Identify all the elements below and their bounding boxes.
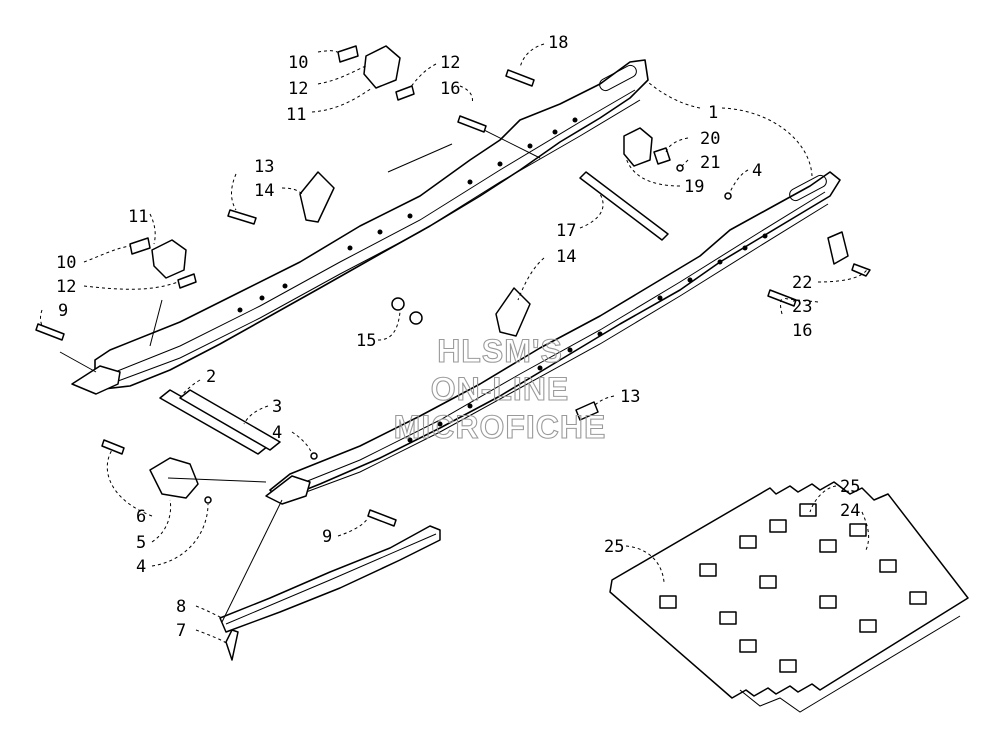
- callout-4: 4: [272, 423, 282, 443]
- callout-12: 12: [56, 277, 76, 297]
- cross-shafts: [59, 123, 669, 455]
- callout-labels: 10 12 11 12 16 18 1 20 21 19 13 14 4 11 …: [56, 33, 860, 641]
- callout-12: 12: [288, 79, 308, 99]
- callout-25: 25: [840, 477, 860, 497]
- watermark: HLSM'S ON-LINE MICROFICHE: [393, 332, 607, 445]
- callout-10: 10: [56, 253, 76, 273]
- callout-12: 12: [440, 53, 460, 73]
- watermark-line-2: ON-LINE: [431, 371, 570, 407]
- small-parts: [35, 45, 871, 661]
- callout-18: 18: [548, 33, 568, 53]
- callout-15: 15: [356, 331, 376, 351]
- callout-2: 2: [206, 367, 216, 387]
- callout-24: 24: [840, 501, 860, 521]
- callout-21: 21: [700, 153, 720, 173]
- callout-7: 7: [176, 621, 186, 641]
- callout-6: 6: [136, 507, 146, 527]
- callout-11: 11: [128, 207, 148, 227]
- leader-lines: [40, 43, 870, 645]
- callout-13: 13: [254, 157, 274, 177]
- callout-8: 8: [176, 597, 186, 617]
- callout-11: 11: [286, 105, 306, 125]
- callout-19: 19: [684, 177, 704, 197]
- callout-5: 5: [136, 533, 146, 553]
- callout-1: 1: [708, 103, 718, 123]
- callout-9: 9: [322, 527, 332, 547]
- callout-3: 3: [272, 397, 282, 417]
- callout-4: 4: [136, 557, 146, 577]
- callout-22: 22: [792, 273, 812, 293]
- watermark-line-1: HLSM'S: [437, 333, 563, 369]
- callout-14: 14: [556, 247, 576, 267]
- callout-20: 20: [700, 129, 720, 149]
- watermark-line-3: MICROFICHE: [394, 409, 607, 445]
- right-slide-rail: [265, 171, 841, 505]
- wear-strip: [219, 525, 441, 633]
- left-slide-rail: [71, 59, 649, 395]
- callout-9: 9: [58, 301, 68, 321]
- callout-16: 16: [792, 321, 812, 341]
- callout-13: 13: [620, 387, 640, 407]
- callout-17: 17: [556, 221, 576, 241]
- callout-4: 4: [752, 161, 762, 181]
- callout-25: 25: [604, 537, 624, 557]
- callout-14: 14: [254, 181, 274, 201]
- callout-16: 16: [440, 79, 460, 99]
- callout-23: 23: [792, 297, 812, 317]
- track-section: [609, 481, 969, 713]
- callout-10: 10: [288, 53, 308, 73]
